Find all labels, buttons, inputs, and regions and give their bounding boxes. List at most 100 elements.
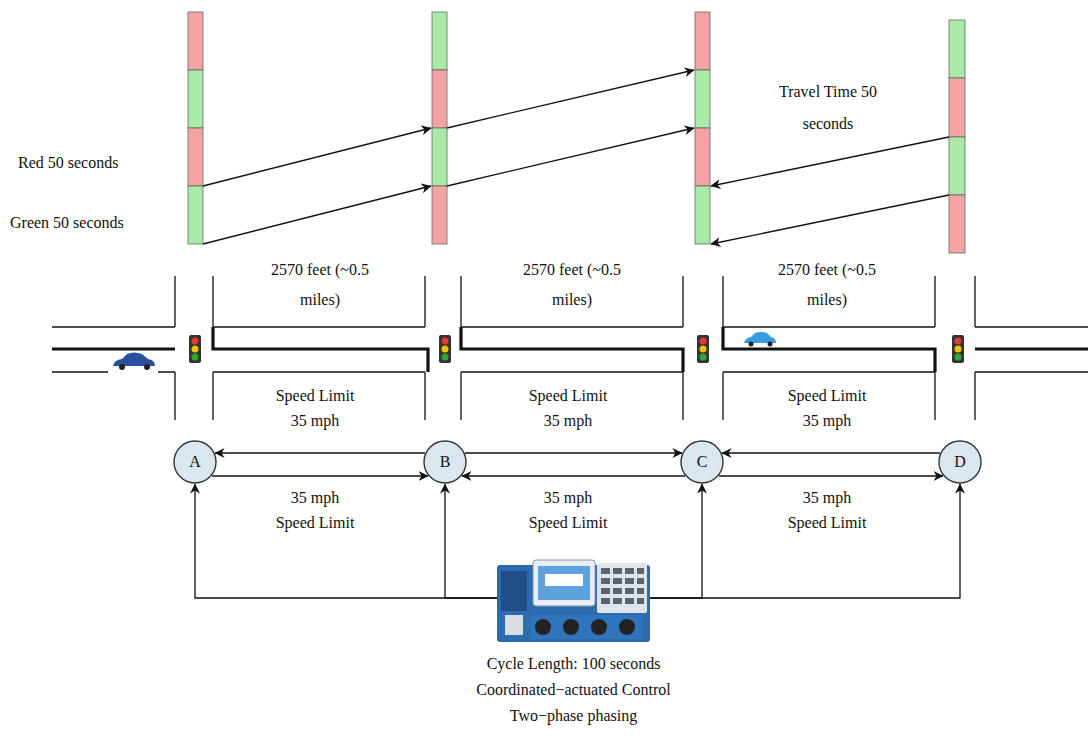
road-edge [212, 372, 213, 420]
signal-controller-picture [637, 598, 644, 604]
link-arrow [719, 475, 943, 476]
trajectory-arrow [711, 137, 949, 186]
road-edge [934, 276, 935, 327]
signal-controller-picture [531, 615, 643, 639]
traffic-light [192, 354, 199, 361]
signal-controller-picture [601, 588, 610, 594]
node-text-holder: B [440, 453, 451, 471]
traffic-light [439, 335, 451, 363]
road-edge [174, 372, 175, 420]
trajectory-arrow [447, 128, 694, 186]
road-edge [975, 326, 1088, 327]
road-edge [424, 276, 425, 327]
signal-controller-picture [563, 619, 579, 635]
node-circle [681, 441, 723, 483]
car-icon [119, 364, 125, 370]
road-edge [974, 372, 975, 420]
distance-label: 2570 feet (~0.5 miles) [265, 255, 375, 315]
road-edge [974, 276, 975, 327]
signal-bar [695, 128, 710, 186]
traffic-light [192, 346, 199, 353]
road-edge [722, 372, 723, 420]
road-median [461, 327, 683, 372]
link-arrow [215, 452, 425, 453]
signal-bar [432, 186, 447, 244]
road-edge [934, 372, 935, 420]
node-circle [424, 441, 466, 483]
controller-setting: Coordinated−actuated Control [476, 677, 670, 703]
road-edge [682, 372, 683, 420]
trajectory-arrow [447, 70, 694, 128]
node-text-holder: A [189, 453, 201, 471]
trajectory-arrow [203, 70, 949, 244]
trajectory-arrow [203, 186, 431, 244]
signal-controller-picture [601, 568, 644, 604]
traffic-light [192, 338, 199, 345]
road-edge [213, 371, 425, 372]
signal-controller-picture [601, 598, 610, 604]
link-arrow [465, 452, 682, 453]
signal-controller-picture [637, 568, 644, 574]
distance-label: 2570 feet (~0.5 miles) [772, 255, 882, 315]
signal-bar [695, 70, 710, 128]
speed-limit-label: Speed Limit 35 mph [270, 383, 360, 433]
link-arrow [462, 475, 685, 476]
trajectory-arrow [711, 195, 949, 244]
controller-setting: Two−phase phasing [476, 703, 670, 729]
traffic-light [697, 335, 709, 363]
signal-controller-picture [501, 571, 527, 611]
road-edge [212, 276, 213, 327]
road-edge [461, 326, 683, 327]
control-wire [195, 484, 497, 598]
signal-controller-picture [505, 615, 523, 635]
signal-bar [432, 12, 447, 70]
controller-caption: Cycle Length: 100 secondsCoordinated−act… [476, 651, 670, 729]
traffic-light [442, 338, 449, 345]
signal-bar [949, 78, 965, 137]
control-wire [650, 484, 960, 598]
control-wire [650, 484, 702, 598]
controller-setting: Cycle Length: 100 seconds [476, 651, 670, 677]
car-icon [113, 353, 155, 367]
intersection-node: A [173, 440, 217, 484]
signal-controller-picture [613, 588, 622, 594]
road-median [52, 327, 1088, 372]
signal-bar [949, 137, 965, 195]
node-letter: D [954, 453, 966, 471]
signal-bar [188, 128, 203, 186]
signal-controller-picture [497, 560, 650, 642]
node-letter: B [440, 453, 451, 471]
signal-bar [188, 70, 203, 128]
signal-controller-picture [625, 588, 634, 594]
control-wire [445, 484, 497, 598]
signal-controller-picture [545, 574, 583, 586]
road-edge [460, 372, 461, 420]
signal-controller-picture [613, 568, 622, 574]
signal-bar [188, 12, 965, 253]
trajectory-arrow [203, 128, 431, 186]
road-edge [460, 276, 461, 327]
car-icon [108, 351, 158, 373]
traffic-light [700, 354, 707, 361]
road-edge [723, 326, 935, 327]
car-icon [749, 342, 754, 347]
signal-controller-picture [613, 598, 622, 604]
traffic-light [952, 335, 964, 363]
signal-bar [695, 186, 710, 244]
distance-label: 2570 feet (~0.5 miles) [517, 255, 627, 315]
signal-controller-picture [601, 568, 610, 574]
speed-limit-label: 35 mph Speed Limit [525, 485, 611, 535]
intersection-node: C [680, 440, 724, 484]
signal-bar [432, 70, 447, 128]
road-edge [722, 276, 723, 327]
node-text-holder: C [697, 453, 708, 471]
traffic-light [955, 338, 962, 345]
signal-controller-picture [597, 563, 647, 613]
traffic-light [442, 354, 449, 361]
node-text-holder: D [954, 453, 966, 471]
signal-bar [188, 186, 203, 244]
traffic-light [955, 354, 962, 361]
traffic-light [189, 335, 964, 363]
node-circle [174, 441, 216, 483]
